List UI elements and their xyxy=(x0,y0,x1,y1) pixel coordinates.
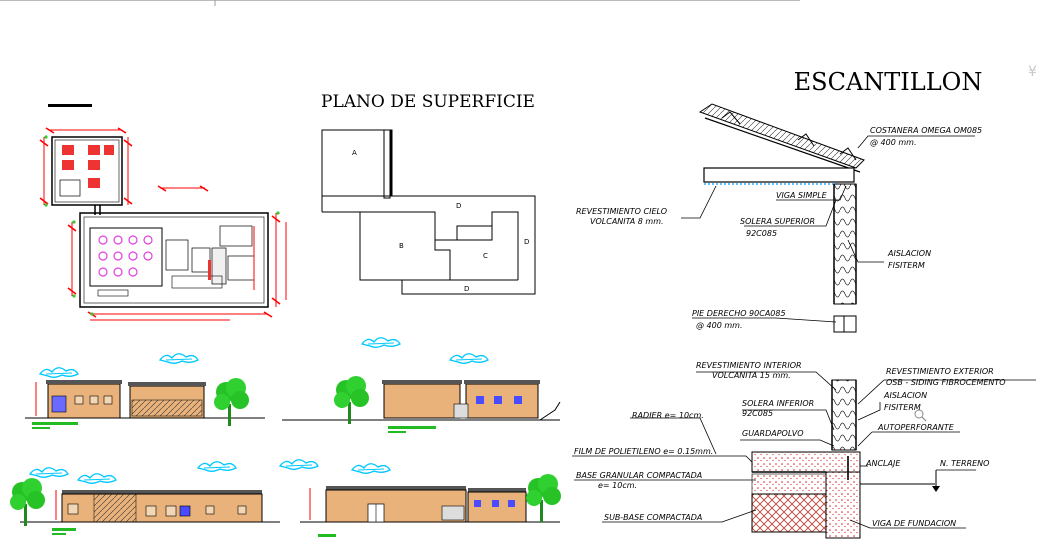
svg-text:BASE GRANULAR COMPACTADA: BASE GRANULAR COMPACTADA xyxy=(576,471,702,480)
svg-text:REVESTIMIENTO INTERIOR: REVESTIMIENTO INTERIOR xyxy=(696,361,802,370)
svg-text:GUARDAPOLVO: GUARDAPOLVO xyxy=(742,429,803,438)
svg-text:@ 400 mm.: @ 400 mm. xyxy=(696,321,742,330)
superficie-zone-labels: A D B C D D xyxy=(352,149,529,293)
svg-text:B: B xyxy=(399,242,404,250)
tree-icon xyxy=(334,376,369,424)
corner-mark: ¥ xyxy=(1028,64,1037,80)
tree-icon xyxy=(214,378,249,426)
svg-text:N. TERRENO: N. TERRENO xyxy=(940,459,989,468)
svg-text:ANCLAJE: ANCLAJE xyxy=(865,459,901,468)
svg-text:92C085: 92C085 xyxy=(742,409,773,418)
cloud-icon xyxy=(77,473,117,484)
cloud-icon xyxy=(361,337,401,348)
svg-text:RADIER e= 10cm.: RADIER e= 10cm. xyxy=(632,411,704,420)
cloud-icon xyxy=(279,459,319,470)
cloud-icon xyxy=(29,467,69,478)
svg-text:SOLERA SUPERIOR: SOLERA SUPERIOR xyxy=(740,217,815,226)
magnifier-icon xyxy=(914,409,924,419)
svg-text:@ 400 mm.: @ 400 mm. xyxy=(870,138,916,147)
svg-text:e= 10cm.: e= 10cm. xyxy=(598,481,637,490)
wall-section xyxy=(698,103,940,539)
svg-text:COSTANERA OMEGA OM085: COSTANERA OMEGA OM085 xyxy=(870,126,982,135)
superficie-plan xyxy=(321,129,536,295)
svg-text:FISITERM: FISITERM xyxy=(884,403,921,412)
svg-text:AUTOPERFORANTE: AUTOPERFORANTE xyxy=(877,423,955,432)
svg-text:REVESTIMIENTO EXTERIOR: REVESTIMIENTO EXTERIOR xyxy=(886,367,994,376)
tree-icon xyxy=(526,474,561,522)
svg-text:AISLACION: AISLACION xyxy=(883,391,927,400)
cloud-icon xyxy=(39,367,79,378)
svg-text:VOLCANITA 8 mm.: VOLCANITA 8 mm. xyxy=(590,217,664,226)
escantillon-title: ESCANTILLON xyxy=(794,68,983,96)
svg-text:D: D xyxy=(464,285,469,293)
svg-text:92C085: 92C085 xyxy=(746,229,777,238)
svg-text:AISLACION: AISLACION xyxy=(887,249,931,258)
section-labels: COSTANERA OMEGA OM085 @ 400 mm. REVESTIM… xyxy=(574,126,1006,528)
svg-text:A: A xyxy=(352,149,357,157)
svg-text:D: D xyxy=(456,202,461,210)
svg-text:VIGA DE FUNDACION: VIGA DE FUNDACION xyxy=(872,519,956,528)
svg-text:D: D xyxy=(524,238,529,246)
svg-text:FISITERM: FISITERM xyxy=(888,261,925,270)
elevations xyxy=(10,337,561,537)
cloud-icon xyxy=(159,353,199,364)
svg-text:SUB-BASE COMPACTADA: SUB-BASE COMPACTADA xyxy=(604,513,702,522)
cloud-icon xyxy=(197,461,237,472)
tree-icon xyxy=(10,478,45,526)
svg-text:VIGA SIMPLE: VIGA SIMPLE xyxy=(776,191,828,200)
floor-plan xyxy=(39,104,287,321)
svg-text:VOLCANITA 15 mm.: VOLCANITA 15 mm. xyxy=(712,371,791,380)
cloud-icon xyxy=(351,463,391,474)
svg-text:C: C xyxy=(483,252,488,260)
svg-text:OSB - SIDING FIBROCEMENTO: OSB - SIDING FIBROCEMENTO xyxy=(886,378,1006,387)
svg-text:REVESTIMIENTO CIELO: REVESTIMIENTO CIELO xyxy=(576,207,667,216)
plano-title: PLANO DE SUPERFICIE xyxy=(321,92,535,112)
cloud-icon xyxy=(449,353,489,364)
leader-lines xyxy=(572,135,1036,529)
svg-text:FILM DE POLIETILENO e= 0.15mm.: FILM DE POLIETILENO e= 0.15mm. xyxy=(574,447,713,456)
svg-text:SOLERA INFERIOR: SOLERA INFERIOR xyxy=(742,399,814,408)
svg-text:PIE DERECHO 90CA085: PIE DERECHO 90CA085 xyxy=(692,309,786,318)
